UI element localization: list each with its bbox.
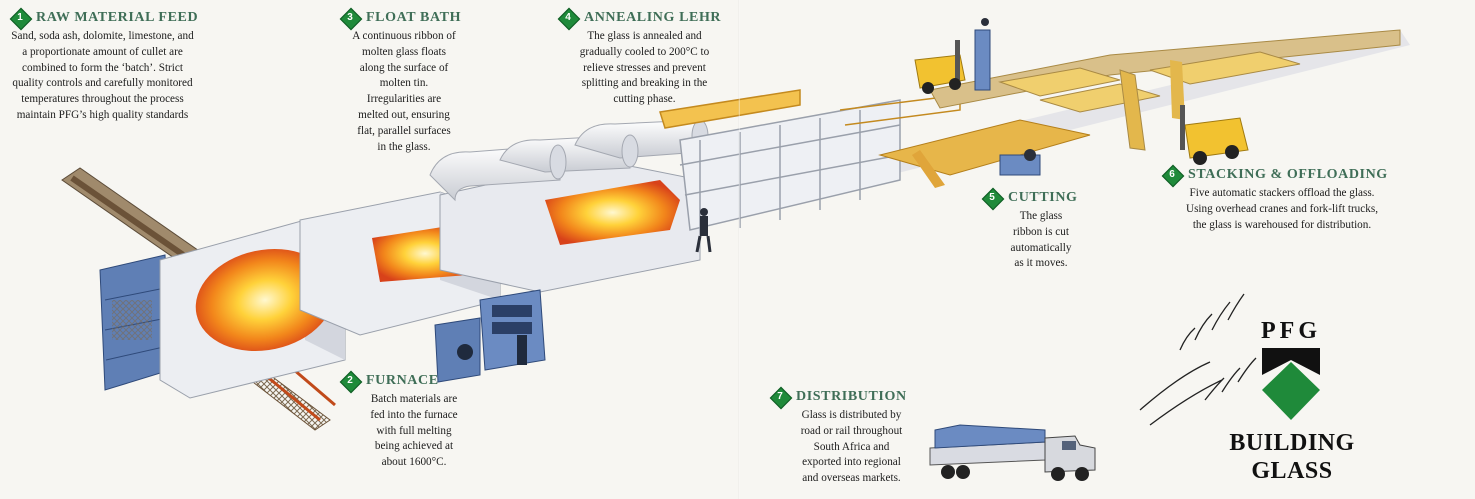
float-bath-structure [429,119,709,293]
step-header: 4 ANNEALING LEHR [557,7,728,31]
step-header: 3 FLOAT BATH [339,7,462,31]
step-header: 1 RAW MATERIAL FEED [9,7,199,31]
step-number-badge: 1 [9,7,33,31]
step-title: ANNEALING LEHR [584,10,722,25]
step-raw-material-feed: 1 RAW MATERIAL FEED Sand, soda ash, dolo… [9,7,199,124]
step-header: 5 CUTTING [981,187,1092,211]
step-distribution: 7 DISTRIBUTION Glass is distributed by r… [769,386,920,487]
step-title: DISTRIBUTION [796,389,907,404]
step-stacking-offloading: 6 STACKING & OFFLOADING Five automatic s… [1161,164,1388,233]
control-room [434,289,546,383]
logo-speed-lines [1139,293,1257,426]
step-number-badge: 3 [339,7,363,31]
step-furnace: 2 FURNACE Batch materials are fed into t… [339,370,470,471]
step-header: 2 FURNACE [339,370,470,394]
logo-line-glass: GLASS [1251,458,1333,484]
step-description: The glass is annealed and gradually cool… [579,30,710,106]
step-number-badge: 6 [1161,164,1185,188]
step-number-badge: 5 [981,187,1005,211]
logo-brand: PFG [1261,318,1321,344]
step-cutting: 5 CUTTING The glass ribbon is cut automa… [981,187,1092,272]
worker-figure [695,208,712,253]
step-description: The glass ribbon is cut automatically as… [1010,210,1072,270]
step-title: CUTTING [1008,190,1078,205]
page-fold [738,0,740,499]
step-annealing-lehr: 4 ANNEALING LEHR The glass is annealed a… [557,7,728,108]
step-header: 6 STACKING & OFFLOADING [1161,164,1388,188]
step-description: Five automatic stackers offload the glas… [1186,187,1378,231]
step-title: RAW MATERIAL FEED [36,10,199,25]
step-description: Glass is distributed by road or rail thr… [800,409,903,485]
step-number-badge: 7 [769,386,793,410]
cutting-conveyor [878,119,1091,188]
step-title: FLOAT BATH [366,10,462,25]
stacking-area [929,18,1401,151]
forklift-right [1180,105,1249,165]
step-number-badge: 4 [557,7,581,31]
logo-line-building: BUILDING [1229,430,1355,456]
forklift-left [914,40,966,94]
step-description: A continuous ribbon of molten glass floa… [352,30,456,153]
step-title: FURNACE [366,373,439,388]
annealing-lehr-frame [659,89,961,235]
step-header: 7 DISTRIBUTION [769,386,920,410]
distribution-truck [929,424,1096,481]
pfg-logo-mark [1262,348,1320,420]
step-title: STACKING & OFFLOADING [1188,167,1388,182]
step-number-badge: 2 [339,370,363,394]
step-float-bath: 3 FLOAT BATH A continuous ribbon of molt… [339,7,462,155]
step-description: Sand, soda ash, dolomite, limestone, and… [11,30,194,121]
step-description: Batch materials are fed into the furnace… [370,393,458,469]
